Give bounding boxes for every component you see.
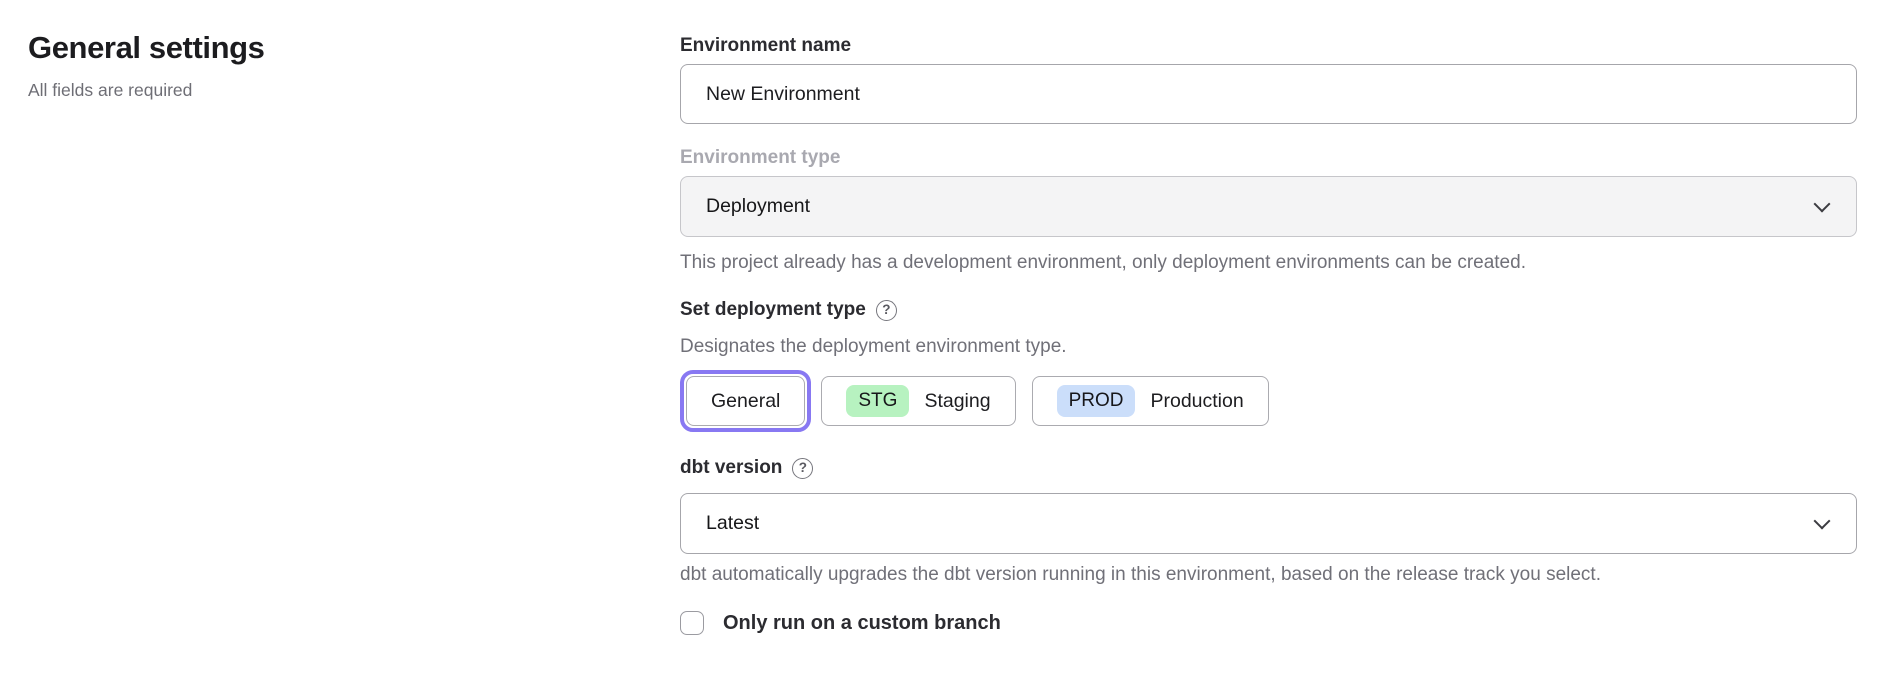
environment-type-label: Environment type (680, 147, 841, 168)
page-subtitle: All fields are required (28, 80, 193, 100)
deployment-type-options: General STG Staging PROD Production (680, 370, 1857, 432)
deployment-type-option-production[interactable]: PROD Production (1031, 376, 1269, 426)
custom-branch-checkbox[interactable] (680, 611, 704, 635)
deployment-type-description: Designates the deployment environment ty… (680, 336, 1067, 357)
deployment-type-option-general[interactable]: General (686, 376, 806, 426)
custom-branch-label[interactable]: Only run on a custom branch (723, 611, 1001, 634)
dbt-version-help: dbt automatically upgrades the dbt versi… (680, 564, 1601, 585)
deployment-type-option-staging-ring: STG Staging (815, 370, 1021, 432)
chevron-down-icon (1813, 512, 1831, 529)
dbt-version-select[interactable]: Latest (680, 493, 1857, 554)
deployment-type-label-row: Set deployment type ? (680, 299, 1857, 321)
staging-badge: STG (846, 385, 910, 417)
environment-type-select: Deployment (680, 176, 1857, 237)
deployment-type-option-staging[interactable]: STG Staging (821, 376, 1016, 426)
deployment-type-option-general-ring: General (680, 370, 812, 432)
environment-settings-form: Environment name Environment type Deploy… (680, 0, 1857, 635)
environment-type-help: This project already has a development e… (680, 252, 1526, 273)
deployment-type-label: Set deployment type (680, 299, 866, 320)
custom-branch-row: Only run on a custom branch (680, 611, 1857, 635)
chevron-down-icon (1813, 195, 1831, 212)
dbt-version-label: dbt version (680, 457, 783, 478)
production-badge: PROD (1056, 385, 1136, 417)
help-icon[interactable]: ? (792, 457, 814, 479)
dbt-version-value: Latest (706, 512, 760, 534)
dbt-version-label-row: dbt version ? (680, 457, 1857, 479)
option-label: Staging (924, 389, 991, 412)
page-title: General settings (28, 30, 265, 65)
environment-name-label: Environment name (680, 35, 852, 56)
option-label: Production (1150, 389, 1244, 412)
help-icon[interactable]: ? (875, 299, 897, 321)
deployment-type-option-production-ring: PROD Production (1026, 370, 1275, 432)
environment-name-input[interactable] (680, 64, 1857, 124)
environment-type-value: Deployment (706, 195, 811, 217)
page-header: General settings All fields are required (28, 30, 588, 101)
option-label: General (711, 389, 781, 412)
